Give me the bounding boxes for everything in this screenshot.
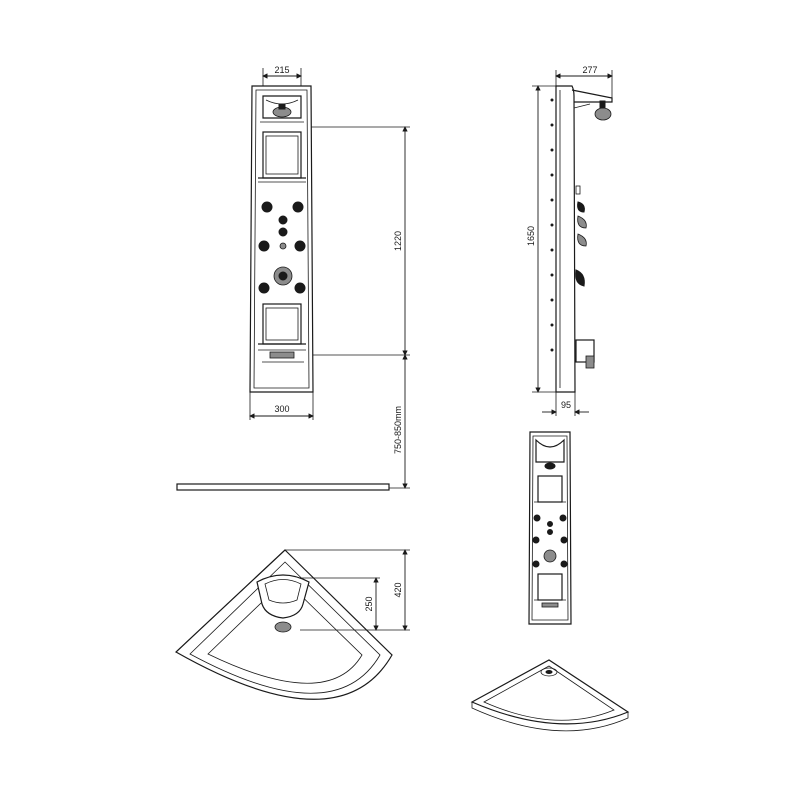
shower-head-icon — [272, 103, 292, 118]
side-jets — [575, 185, 587, 287]
wall-fixings — [550, 98, 554, 352]
dim-floor-height: 750-850mm — [393, 406, 403, 454]
dim-side-top-depth: 277 — [582, 65, 597, 75]
rear-view — [528, 431, 572, 625]
panel-top-outline — [256, 574, 310, 633]
rear-jets — [532, 514, 568, 568]
dim-side-bottom-depth: 95 — [561, 400, 571, 410]
dim-tray-inner: 250 — [364, 596, 374, 611]
dim-side-height: 1650 — [526, 226, 536, 246]
front-view: 215 300 1220 750-850mm — [176, 65, 410, 491]
mixer-control-icon — [273, 266, 293, 286]
body-jets — [258, 201, 306, 294]
dim-front-bottom-width: 300 — [274, 404, 289, 414]
lower-shelf — [258, 303, 306, 363]
tray-edge — [176, 483, 410, 491]
side-spout — [575, 339, 595, 369]
side-view: 277 1650 95 — [526, 65, 613, 416]
dim-tray-outer: 420 — [393, 582, 403, 597]
side-shower-head-icon — [594, 100, 612, 121]
tray-top-view: 420 250 — [174, 549, 410, 700]
tray-perspective — [470, 659, 630, 732]
upper-shelf — [258, 131, 306, 183]
rear-mixer-icon — [543, 549, 557, 563]
dim-front-height: 1220 — [393, 231, 403, 251]
dim-front-top-width: 215 — [274, 65, 289, 75]
